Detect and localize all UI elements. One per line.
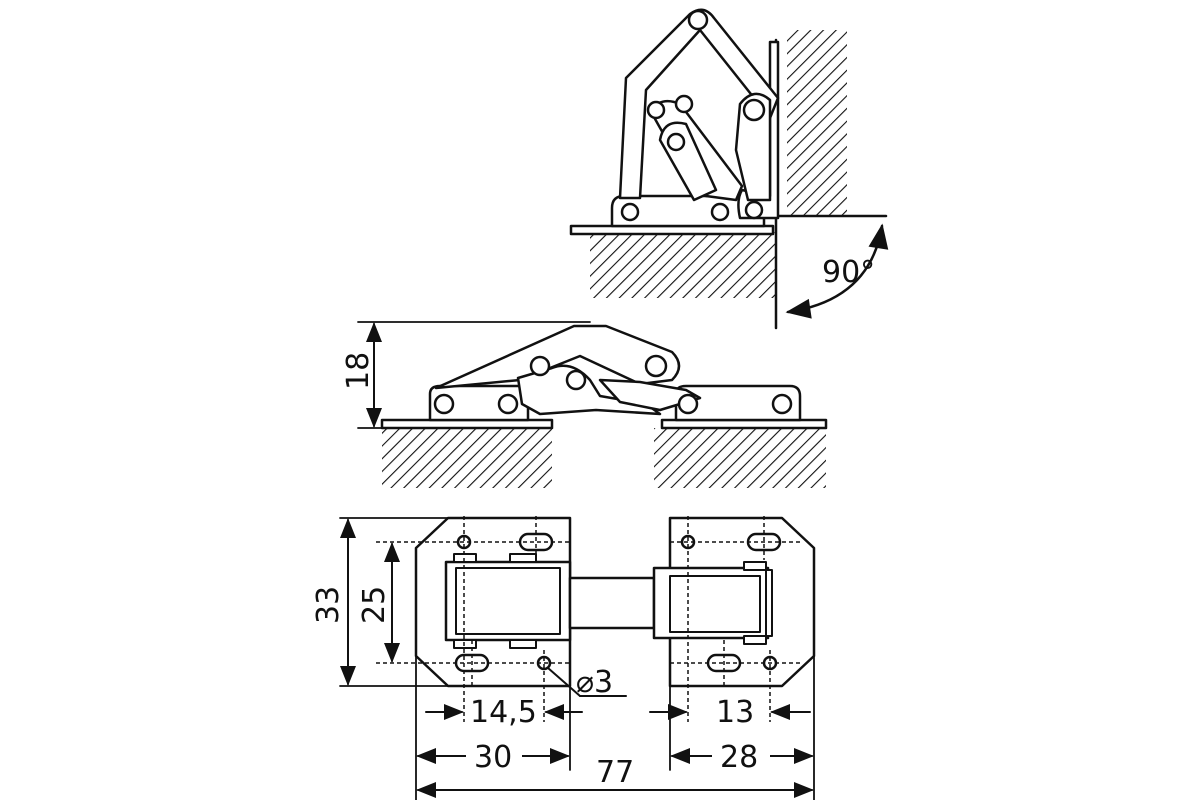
top-view: 33 25 ⌀3 14,5 13 30 28 77 bbox=[311, 516, 816, 800]
right-plate-width-gap bbox=[712, 738, 770, 770]
center-link bbox=[568, 576, 656, 630]
diameter-leader bbox=[547, 667, 581, 697]
right-cabinet-hatch bbox=[654, 428, 826, 488]
tab-left-top bbox=[453, 553, 477, 563]
right-knuckle bbox=[652, 566, 770, 640]
closed-arm-upper bbox=[434, 324, 681, 390]
extension-lines bbox=[339, 517, 815, 800]
total-width-label: 77 bbox=[596, 755, 634, 790]
left-plate-width-gap bbox=[466, 738, 522, 770]
left-plate-width-label: 30 bbox=[474, 740, 512, 775]
height-label: 18 bbox=[341, 352, 376, 390]
left-hole-offset-label: 14,5 bbox=[470, 695, 537, 730]
cabinet-base-hatch bbox=[590, 232, 775, 298]
tab-right-top bbox=[743, 561, 767, 571]
right-knuckle-inner bbox=[669, 575, 761, 633]
left-knuckle bbox=[444, 560, 572, 642]
left-cabinet-hatch bbox=[382, 428, 552, 488]
tab-left-bot bbox=[453, 639, 477, 649]
outer-height-label: 33 bbox=[311, 586, 346, 624]
tab-left-bot2 bbox=[509, 639, 537, 649]
right-hole-offset-label: 13 bbox=[716, 695, 754, 730]
right-plate-width-label: 28 bbox=[720, 740, 758, 775]
door-knuckle bbox=[734, 92, 772, 202]
tab-right-bot bbox=[743, 635, 767, 645]
angle-label: 90° bbox=[822, 255, 875, 290]
tab-left-top2 bbox=[509, 553, 537, 563]
right-knuckle-cap bbox=[765, 569, 773, 637]
closed-pivot-holes bbox=[433, 354, 793, 415]
pivot-holes bbox=[620, 9, 766, 222]
side-view-closed: 18 bbox=[341, 321, 828, 488]
hole-diameter-label: ⌀3 bbox=[576, 665, 613, 700]
hole-spacing-label: 25 bbox=[357, 586, 392, 624]
hole-center-lines bbox=[376, 516, 800, 722]
side-view-open: 90° bbox=[569, 8, 889, 330]
left-knuckle-inner bbox=[455, 567, 561, 635]
angle-arc bbox=[785, 223, 889, 319]
door-hatch bbox=[787, 30, 847, 216]
closed-arm-right bbox=[598, 378, 702, 412]
